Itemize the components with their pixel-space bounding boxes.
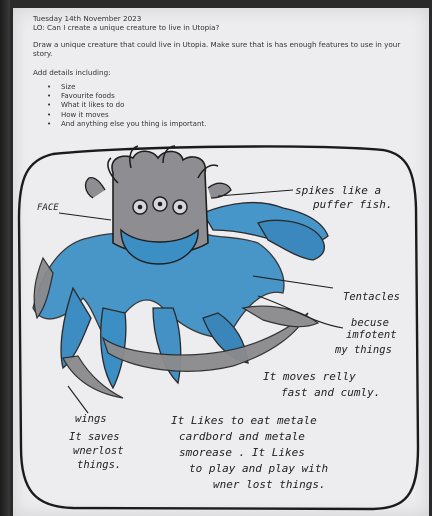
annotation-spikes-2: puffer fish. — [312, 198, 392, 211]
annotation-becuse-2: imfotent — [346, 329, 397, 341]
annotation-saves-1: It saves — [69, 431, 120, 443]
worksheet-paper: Tuesday 14th November 2023 LO: Can I cre… — [13, 8, 429, 516]
annotation-saves-2: wnerlost — [73, 445, 124, 457]
annotation-eats-4: to play and play with — [189, 462, 328, 475]
annotation-becuse-3: my things — [334, 344, 392, 356]
annotation-moves-1: It moves relly — [263, 370, 356, 383]
annotation-saves-3: things. — [77, 459, 121, 471]
annotation-wings: wings — [75, 413, 107, 425]
annotation-moves-2: fast and cumly. — [281, 386, 380, 399]
annotation-eats-1: It Likes to eat metale — [171, 414, 317, 427]
annotation-tentacles: Tentacles — [343, 291, 400, 303]
annotation-eats-3: smorease . It Likes — [179, 446, 305, 459]
annotation-eats-2: cardbord and metale — [179, 430, 305, 443]
annotation-spikes-1: spikes like a — [295, 184, 381, 197]
creature-drawing: FACE spikes like a puffer fish. Tentacle… — [13, 8, 429, 516]
annotation-eats-5: wner lost things. — [213, 478, 326, 491]
annotation-becuse-1: becuse — [351, 317, 389, 329]
annotation-face: FACE — [37, 203, 59, 213]
background-edge — [0, 0, 10, 516]
